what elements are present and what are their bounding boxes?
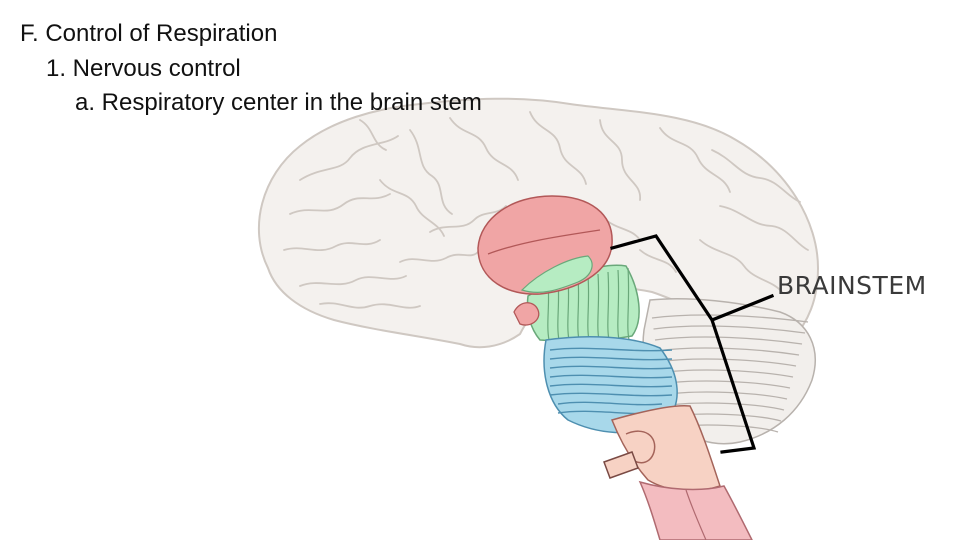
outline-item-nervous-control: 1. Nervous control [46,54,241,84]
spinal-cord [640,482,752,540]
slide-heading: F. Control of Respiration [20,19,277,49]
brainstem-label: BRAINSTEM [777,271,927,301]
outline-item-respiratory-center: a. Respiratory center in the brain stem [75,88,482,118]
